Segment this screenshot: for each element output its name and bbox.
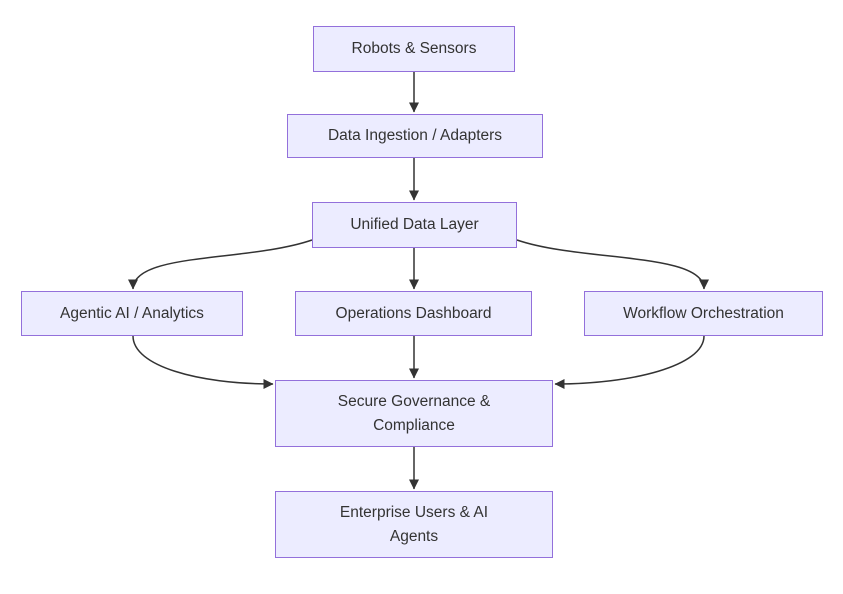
node-unified-data-layer: Unified Data Layer xyxy=(312,202,517,248)
node-secure-governance-compliance: Secure Governance & Compliance xyxy=(275,380,553,447)
node-label: Secure Governance & Compliance xyxy=(337,393,491,434)
node-label: Workflow Orchestration xyxy=(623,304,784,322)
node-label: Data Ingestion / Adapters xyxy=(327,127,503,145)
edge-unified-agentic xyxy=(128,239,313,290)
node-label: Agentic AI / Analytics xyxy=(60,304,204,322)
edge-agentic-governance xyxy=(132,335,274,389)
node-enterprise-users-ai-agents: Enterprise Users & AI Agents xyxy=(275,491,553,558)
node-label: Operations Dashboard xyxy=(335,304,492,322)
node-operations-dashboard: Operations Dashboard xyxy=(295,291,532,336)
node-label: Robots & Sensors xyxy=(351,40,477,58)
node-data-ingestion-adapters: Data Ingestion / Adapters xyxy=(287,114,543,158)
node-workflow-orchestration: Workflow Orchestration xyxy=(584,291,823,336)
edge-workflow-governance xyxy=(554,335,705,389)
node-label: Unified Data Layer xyxy=(350,216,479,234)
node-agentic-ai-analytics: Agentic AI / Analytics xyxy=(21,291,243,336)
edge-unified-workflow xyxy=(516,239,709,290)
node-robots-sensors: Robots & Sensors xyxy=(313,26,515,72)
node-label: Enterprise Users & AI Agents xyxy=(339,504,489,545)
